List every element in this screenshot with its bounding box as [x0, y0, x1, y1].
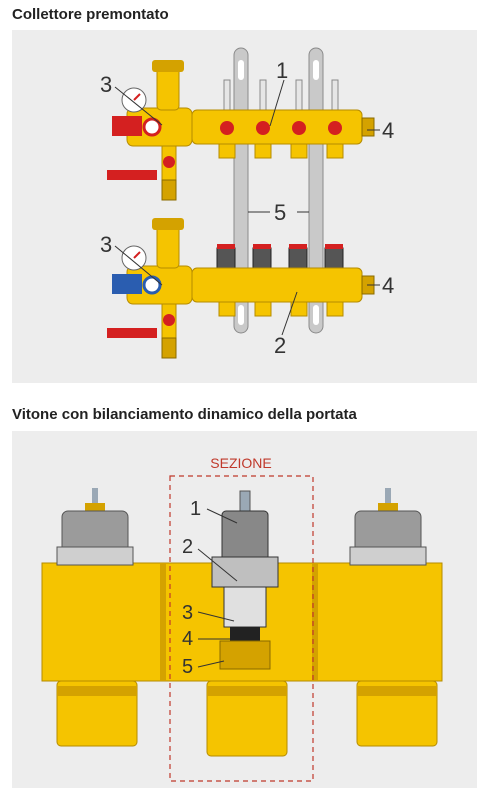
premounted-manifold-illustration: 3 1 4 5 3 4 2: [100, 47, 394, 359]
callout-label: 3: [100, 72, 112, 97]
callout-label: 2: [182, 536, 193, 558]
top-manifold: [107, 60, 375, 201]
callout-label: 4: [382, 273, 394, 298]
section-heading-valve: Vitone con bilanciamento dinamico della …: [12, 406, 357, 423]
section-heading-manifold: Collettore premontato: [12, 6, 169, 23]
sezione-label: SEZIONE: [210, 455, 271, 471]
callout-label: 5: [182, 656, 193, 678]
callout-label: 1: [190, 498, 201, 520]
valve-cross-section: [211, 490, 279, 670]
callout-label: 5: [274, 200, 286, 225]
callout-label: 3: [182, 602, 193, 624]
callout-label: 4: [182, 628, 193, 650]
manifold-diagram-panel: 3 1 4 5 3 4 2: [12, 30, 477, 383]
valve-diagram-panel: SEZIONE 1 2 3 4 5: [12, 431, 477, 788]
callout-label: 4: [382, 118, 394, 143]
dynamic-balancing-valve-illustration: SEZIONE 1 2 3 4 5: [41, 455, 443, 782]
valve-head-left: [56, 488, 134, 566]
callout-label: 3: [100, 232, 112, 257]
valve-head-right: [349, 488, 427, 566]
callout-label: 1: [276, 58, 288, 83]
callout-label: 2: [274, 333, 286, 358]
bottom-manifold: [107, 218, 375, 359]
